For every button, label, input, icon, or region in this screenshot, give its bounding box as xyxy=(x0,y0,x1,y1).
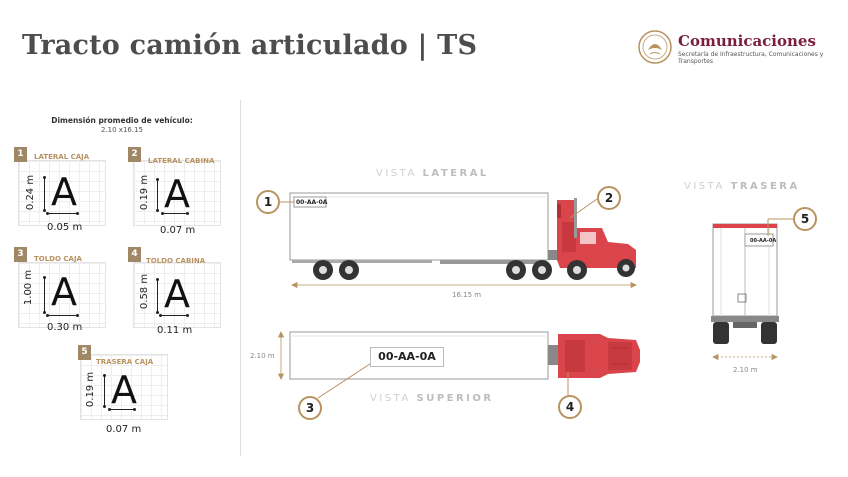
card-trasera-caja: A xyxy=(80,354,168,420)
card-letter: A xyxy=(164,172,190,216)
rear-width-label: 2.10 m xyxy=(733,366,758,374)
view-label-lateral: VISTA LATERAL xyxy=(376,168,489,179)
divider xyxy=(240,100,241,456)
top-view-truck xyxy=(289,331,640,380)
plate-side: 00-AA-0A xyxy=(296,199,328,206)
card-toldo-cabina: A xyxy=(133,262,221,328)
plate-rear: 00-AA-0A xyxy=(750,238,777,244)
page-title: Tracto camión articulado | TS xyxy=(22,30,478,61)
dimension-title: Dimensión promedio de vehículo: xyxy=(51,116,193,125)
card-width: 0.07 m xyxy=(106,424,142,435)
marker-2: 2 xyxy=(597,186,621,210)
rear-view-truck xyxy=(711,223,779,344)
card-letter: A xyxy=(51,270,77,314)
marker-lines xyxy=(280,198,793,399)
card-letter: A xyxy=(51,170,77,214)
top-width-label: 2.10 m xyxy=(250,352,275,360)
seal-icon xyxy=(638,30,672,64)
card-width: 0.05 m xyxy=(47,222,83,233)
marker-1: 1 xyxy=(256,190,280,214)
card-badge: 2 xyxy=(128,147,141,162)
logo: Comunicaciones Secretaría de Infraestruc… xyxy=(638,30,838,70)
card-width: 0.30 m xyxy=(47,322,83,333)
card-letter: A xyxy=(164,272,190,316)
card-width: 0.11 m xyxy=(157,325,193,336)
top-width-measure xyxy=(277,331,285,380)
card-label: LATERAL CAJA xyxy=(34,153,90,161)
card-letter: A xyxy=(111,368,137,412)
card-label: TRASERA CAJA xyxy=(96,358,154,366)
dimension-value: 2.10 x16.15 xyxy=(101,126,143,134)
card-badge: 3 xyxy=(14,247,27,262)
card-lateral-caja: A xyxy=(18,160,106,226)
marker-3: 3 xyxy=(298,396,322,420)
card-badge: 4 xyxy=(128,247,141,262)
card-label: TOLDO CAJA xyxy=(34,255,82,263)
marker-5: 5 xyxy=(793,207,817,231)
rear-width-measure xyxy=(712,353,778,361)
logo-subtitle: Secretaría de Infraestructura, Comunicac… xyxy=(678,51,824,65)
length-label: 16.15 m xyxy=(452,291,482,299)
logo-name: Comunicaciones xyxy=(678,32,816,50)
marker-4: 4 xyxy=(558,395,582,419)
view-label-trasera: VISTA TRASERA xyxy=(684,181,800,192)
card-lateral-cabina: A xyxy=(133,160,221,226)
card-label: TOLDO CABINA xyxy=(146,257,206,265)
card-toldo-caja: A xyxy=(18,262,106,328)
card-label: LATERAL CABINA xyxy=(148,157,215,165)
card-badge: 5 xyxy=(78,345,91,360)
card-width: 0.07 m xyxy=(160,225,196,236)
plate-top: 00-AA-0A xyxy=(370,347,444,367)
card-badge: 1 xyxy=(14,147,27,162)
view-label-superior: VISTA SUPERIOR xyxy=(370,393,494,404)
side-view-truck xyxy=(289,192,636,280)
length-measure xyxy=(291,281,637,289)
